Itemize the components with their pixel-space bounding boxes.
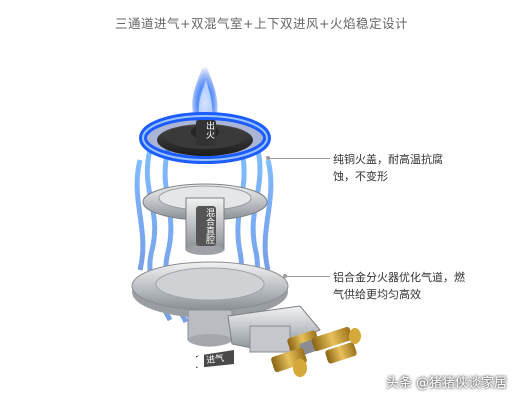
- callout-line-alloy: [285, 276, 330, 277]
- aluminum-base: [131, 261, 289, 347]
- copper-cap-callout: 纯铜火盖，耐高温抗腐蚀，不变形: [333, 153, 443, 183]
- alloy-burner-callout: 铝合金分火器优化气道，燃气供给更均匀高效: [333, 271, 465, 301]
- callout-line-copper: [268, 158, 330, 159]
- brass-nozzles: [271, 326, 361, 377]
- air-in-label: 进气: [205, 353, 225, 367]
- mixing-chamber-label: 混合直腔: [204, 208, 214, 244]
- mixing-chamber-badge: [196, 206, 216, 246]
- central-flame: [192, 60, 218, 122]
- watermark: 头条 @猪猪侠谈家居: [385, 376, 507, 391]
- callout-dot-alloy: [283, 274, 287, 278]
- callout-dot-copper: [266, 156, 270, 160]
- air-in-arrow: [190, 350, 234, 372]
- fire-out-badge: [196, 120, 216, 146]
- headline: 三通道进气+双混气室+上下双进风+火焰稳定设计: [115, 16, 408, 31]
- fire-out-label: 出火: [204, 121, 214, 139]
